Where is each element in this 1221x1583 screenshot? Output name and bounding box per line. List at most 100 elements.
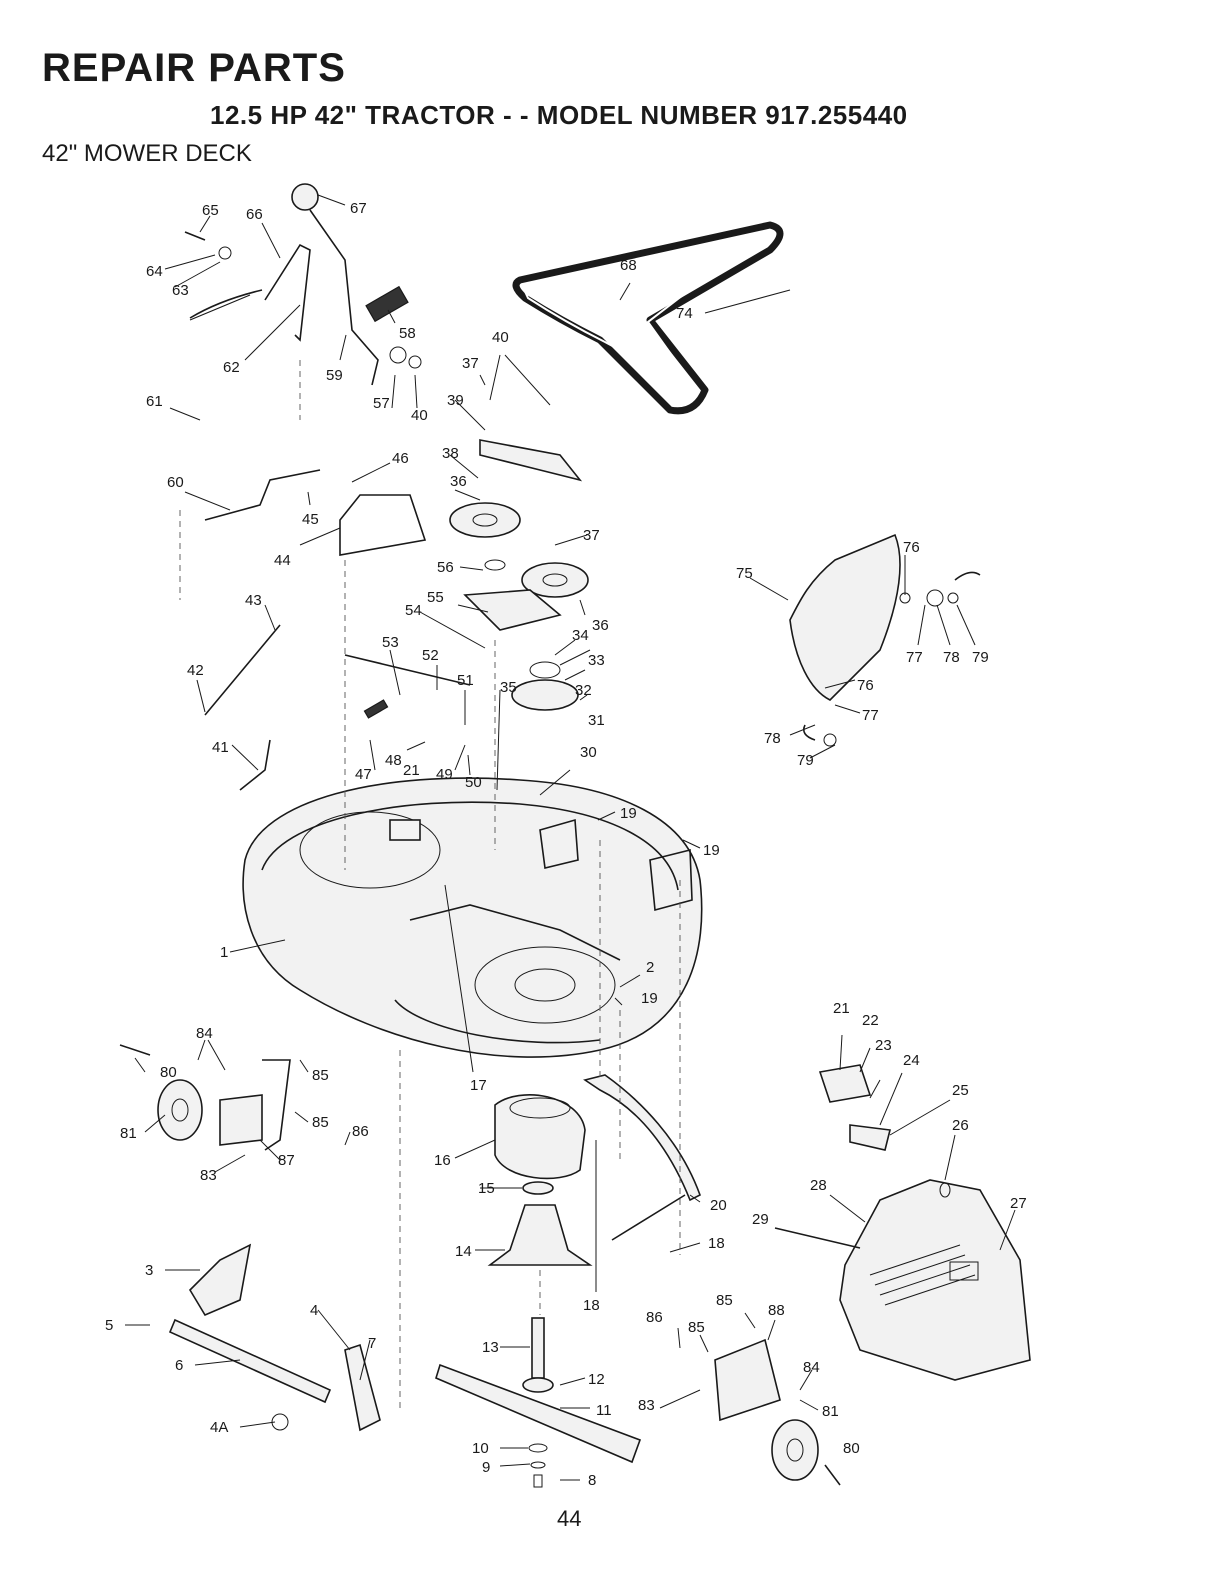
callout-78-a: 78	[943, 649, 960, 666]
callout-83-a: 83	[200, 1167, 217, 1184]
callout-81-a: 81	[120, 1125, 137, 1142]
callout-66: 66	[246, 206, 263, 223]
callout-4a: 4A	[210, 1419, 228, 1436]
mower-deck-shell	[242, 777, 703, 1058]
callout-31: 31	[588, 712, 605, 729]
callout-88: 88	[768, 1302, 785, 1319]
callout-47: 47	[355, 766, 372, 783]
idler-pulley-stack	[344, 439, 589, 719]
discharge-chute	[774, 1064, 1031, 1381]
callout-53: 53	[382, 634, 399, 651]
callout-20: 20	[710, 1197, 727, 1214]
callout-86-a: 86	[352, 1123, 369, 1140]
callout-63: 63	[172, 282, 189, 299]
callout-57: 57	[373, 395, 390, 412]
callout-85-b: 85	[312, 1114, 329, 1131]
callout-30: 30	[580, 744, 597, 761]
callout-68: 68	[620, 257, 637, 274]
callout-84-b: 84	[803, 1359, 820, 1376]
callout-1: 1	[220, 944, 228, 961]
callout-11: 11	[596, 1402, 612, 1419]
callout-27: 27	[1010, 1195, 1027, 1212]
callout-81-b: 81	[822, 1403, 839, 1420]
callout-7: 7	[368, 1335, 376, 1352]
callout-85-c: 85	[716, 1292, 733, 1309]
callout-19-a: 19	[620, 805, 637, 822]
callout-42: 42	[187, 662, 204, 679]
callout-62: 62	[223, 359, 240, 376]
callout-18-b: 18	[708, 1235, 725, 1252]
callout-76-a: 76	[903, 539, 920, 556]
right-gauge-wheel	[714, 1338, 841, 1486]
callout-85-d: 85	[688, 1319, 705, 1336]
deflector-shield	[789, 533, 981, 747]
belt-guard	[583, 1074, 701, 1241]
callout-38: 38	[442, 445, 459, 462]
assembly-guide-lines	[179, 360, 681, 1410]
callout-14: 14	[455, 1243, 472, 1260]
callout-37-a: 37	[583, 527, 600, 544]
callout-26: 26	[952, 1117, 969, 1134]
callout-48: 48	[385, 752, 402, 769]
model-subtitle: 12.5 HP 42" TRACTOR - - MODEL NUMBER 917…	[210, 100, 908, 130]
callout-79-b: 79	[797, 752, 814, 769]
callout-75: 75	[736, 565, 753, 582]
callout-3: 3	[145, 1262, 153, 1279]
callout-36-b: 36	[450, 473, 467, 490]
callout-83-b: 83	[638, 1397, 655, 1414]
callout-43: 43	[245, 592, 262, 609]
callout-35: 35	[500, 679, 517, 696]
callout-60: 60	[167, 474, 184, 491]
callout-56: 56	[437, 559, 454, 576]
callout-22: 22	[862, 1012, 879, 1029]
drive-belt	[512, 221, 784, 415]
callout-78-b: 78	[764, 730, 781, 747]
callout-34: 34	[572, 627, 589, 644]
callout-2: 2	[646, 959, 654, 976]
callout-32: 32	[575, 682, 592, 699]
callout-49: 49	[436, 766, 453, 783]
callout-18-a: 18	[583, 1297, 600, 1314]
callout-33: 33	[588, 652, 605, 669]
callout-19-b: 19	[703, 842, 720, 859]
callout-28: 28	[810, 1177, 827, 1194]
callout-25: 25	[952, 1082, 969, 1099]
callout-labels: 1 2 3 4 4A 5 6 7 8 9 10 11 12 13 14 15 1…	[105, 200, 1027, 1489]
callout-80-a: 80	[160, 1064, 177, 1081]
callout-15: 15	[478, 1180, 495, 1197]
callout-39: 39	[447, 392, 464, 409]
callout-21-b: 21	[403, 762, 420, 779]
callout-leaders	[125, 194, 1016, 1481]
section-heading: 42" MOWER DECK	[42, 140, 252, 167]
callout-86-b: 86	[646, 1309, 663, 1326]
callout-10: 10	[472, 1440, 489, 1457]
callout-4: 4	[310, 1302, 318, 1319]
callout-50: 50	[465, 774, 482, 791]
callout-37-b: 37	[462, 355, 479, 372]
callout-44: 44	[274, 552, 291, 569]
callout-79-a: 79	[972, 649, 989, 666]
callout-23: 23	[875, 1037, 892, 1054]
callout-67: 67	[350, 200, 367, 217]
callout-12: 12	[588, 1371, 605, 1388]
callout-85-a: 85	[312, 1067, 329, 1084]
callout-58: 58	[399, 325, 416, 342]
callout-5: 5	[105, 1317, 113, 1334]
callout-61: 61	[146, 393, 163, 410]
callout-19-c: 19	[641, 990, 658, 1007]
callout-77-b: 77	[862, 707, 879, 724]
callout-6: 6	[175, 1357, 183, 1374]
callout-55: 55	[427, 589, 444, 606]
callout-65: 65	[202, 202, 219, 219]
callout-8: 8	[588, 1472, 596, 1489]
callout-40-a: 40	[492, 329, 509, 346]
callout-87: 87	[278, 1152, 295, 1169]
callout-24: 24	[903, 1052, 920, 1069]
callout-52: 52	[422, 647, 439, 664]
callout-16: 16	[434, 1152, 451, 1169]
page-number: 44	[557, 1506, 582, 1531]
front-hanger-link	[168, 1243, 381, 1432]
callout-84-a: 84	[196, 1025, 213, 1042]
callout-59: 59	[326, 367, 343, 384]
callout-13: 13	[482, 1339, 499, 1356]
